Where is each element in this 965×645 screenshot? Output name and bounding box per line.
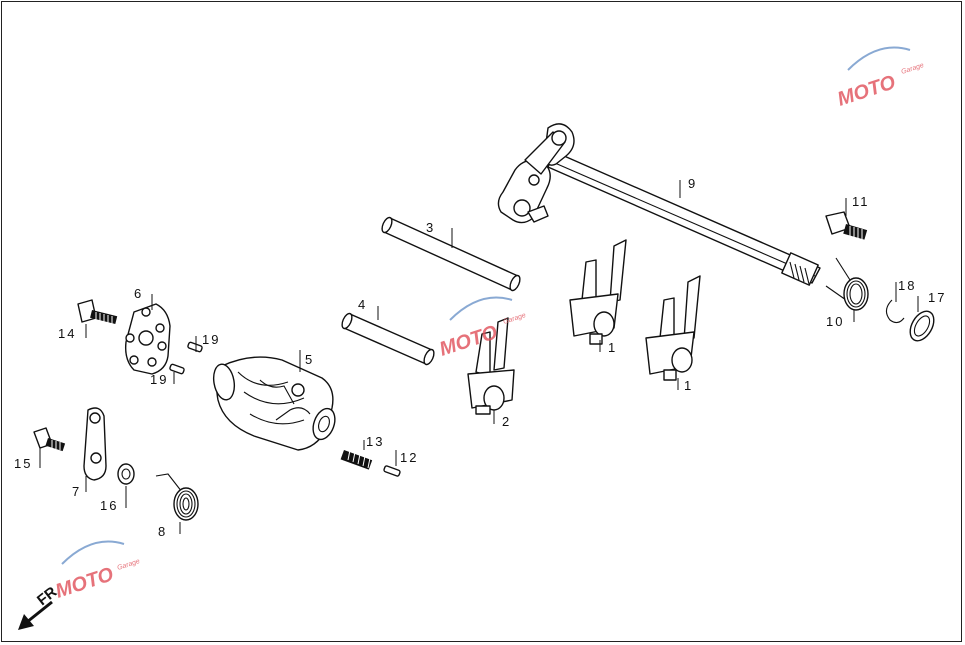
part-14-bolt (77, 299, 118, 325)
watermark-tagline: Garage (502, 312, 526, 326)
part-8-spring (155, 473, 199, 521)
part-5-shift-drum (212, 356, 336, 451)
label-17: 17 (928, 290, 946, 305)
watermark-tagline: Garage (116, 558, 140, 572)
label-10: 10 (826, 314, 844, 329)
label-7: 7 (72, 484, 81, 499)
part-18-circlip (885, 299, 905, 324)
watermark-top-right: MOTO Garage (835, 46, 925, 111)
part-1-shift-fork-lower (645, 275, 701, 381)
label-12: 12 (400, 450, 418, 465)
label-4: 4 (358, 297, 367, 312)
part-13-spring (340, 449, 373, 470)
label-11: 11 (852, 194, 870, 209)
watermark-tagline: Garage (900, 62, 924, 76)
part-11-bolt (825, 211, 868, 240)
part-6-stopper-plate (124, 303, 171, 375)
label-13: 13 (366, 434, 384, 449)
watermark-brand: MOTO (437, 321, 501, 360)
part-17-washer (909, 310, 935, 342)
label-1-lower: 1 (684, 378, 693, 393)
label-2: 2 (502, 414, 511, 429)
label-18: 18 (898, 278, 916, 293)
label-9: 9 (688, 176, 697, 191)
label-8: 8 (158, 524, 167, 539)
part-12-pin (383, 465, 401, 477)
front-direction-arrow: FR (18, 583, 60, 630)
part-10-return-spring (825, 257, 869, 311)
label-6: 6 (134, 286, 143, 301)
part-15-bolt (33, 427, 66, 452)
watermark-bottom-left: MOTO Garage (53, 540, 141, 603)
part-16-washer (117, 463, 135, 485)
part-19-dowel-pins (169, 341, 203, 375)
label-5: 5 (305, 352, 314, 367)
label-3: 3 (426, 220, 435, 235)
watermark-brand: MOTO (53, 563, 117, 602)
leader-lines (39, 180, 919, 534)
label-1-upper: 1 (608, 340, 617, 355)
watermark-brand: MOTO (835, 71, 899, 110)
part-9-shift-shaft (497, 123, 821, 286)
label-19-upper: 19 (202, 332, 220, 347)
part-1-shift-fork-upper (569, 239, 627, 345)
label-15: 15 (14, 456, 32, 471)
part-7-stopper-arm (83, 407, 107, 481)
label-16: 16 (100, 498, 118, 513)
label-19-lower: 19 (150, 372, 168, 387)
part-3-fork-shaft (381, 216, 521, 292)
part-4-fork-shaft (341, 312, 435, 366)
part-2-shift-fork (467, 317, 515, 415)
label-14: 14 (58, 326, 76, 341)
